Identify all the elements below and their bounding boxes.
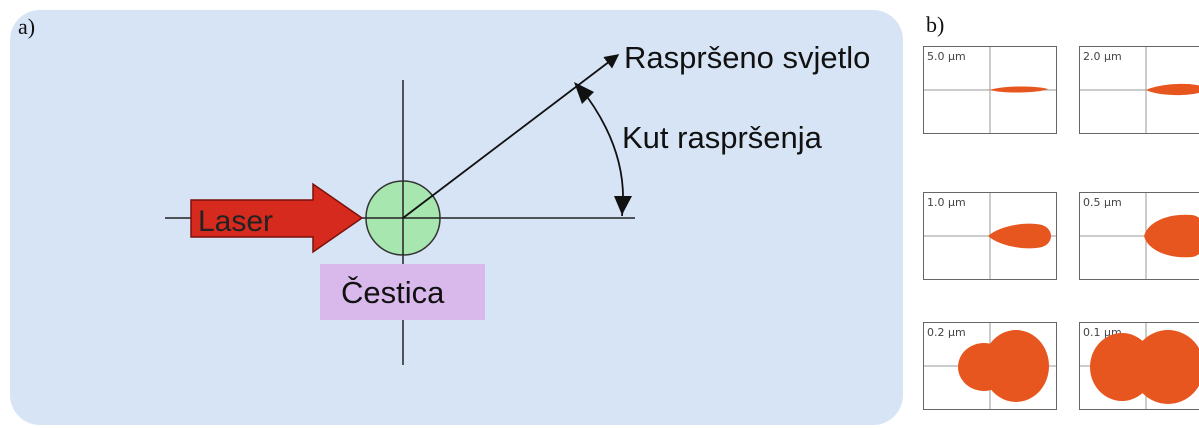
pattern-size-label: 5.0 µm [927,50,966,63]
laser-arrow [190,182,364,254]
scatter-pattern-0-2um-front [983,330,1049,402]
pattern-size-label: 0.5 µm [1083,196,1122,209]
angle-arrowhead-bottom [614,196,632,215]
pattern-box-0-2um: 0.2 µm [923,322,1057,410]
laser-label: Laser [198,205,273,238]
pattern-size-label: 2.0 µm [1083,50,1122,63]
scattered-light-arrow [402,54,620,219]
scattering-diagram: Laser Čestica Raspršeno svjetlo Kut rasp… [165,40,870,365]
panel-b-letter: b) [926,12,945,37]
scatter-pattern-2-0um [1146,83,1199,96]
angle-arrowhead-top [574,82,594,104]
scattering-angle-label: Kut raspršenja [622,120,823,155]
pattern-box-1-0um: 1.0 µm [923,192,1057,280]
panel-a-letter: a) [18,14,36,39]
pattern-size-label: 1.0 µm [927,196,966,209]
particle-label-box [320,264,485,320]
particle-label: Čestica [341,275,445,310]
pattern-box-2-0um: 2.0 µm [1079,46,1199,134]
pattern-size-label: 0.2 µm [927,326,966,339]
scatter-pattern-0-5um [1144,214,1199,258]
scattered-light-label: Raspršeno svjetlo [624,40,870,75]
pattern-box-0-5um: 0.5 µm [1079,192,1199,280]
pattern-box-0-1um: 0.1 µm [1079,322,1199,410]
scatter-pattern-0-1um-front [1132,330,1199,404]
scatter-pattern-5-0um [990,86,1048,93]
scatter-pattern-1-0um [988,223,1051,249]
pattern-box-5-0um: 5.0 µm [923,46,1057,134]
